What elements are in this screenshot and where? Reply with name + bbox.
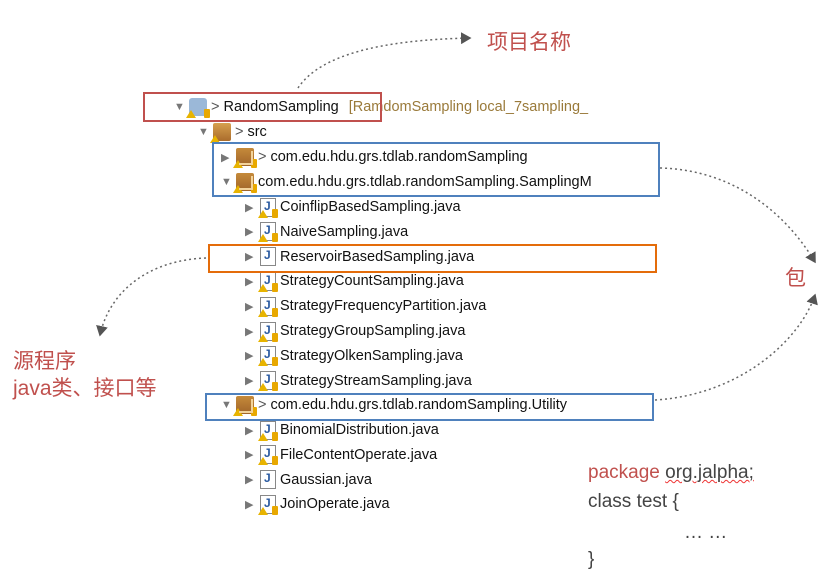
package-icon [233,173,257,193]
highlight-utility-package [205,393,654,421]
src-label: src [247,124,267,140]
package-icon [233,148,257,168]
file-name: NaiveSampling.java [280,223,409,240]
arrow-project [297,32,472,89]
tree-item-java-file[interactable]: ▶ StrategyCountSampling.java [245,270,464,292]
collapse-triangle-icon[interactable]: ▶ [245,251,254,264]
tree-item-java-file[interactable]: ▶ CoinflipBasedSampling.java [245,196,461,218]
package-name: com.edu.hdu.grs.tdlab.randomSampling.Sam… [258,174,592,190]
java-file-icon [258,445,278,466]
tree-item-java-file[interactable]: ▶ ReservoirBasedSampling.java [245,246,474,268]
tree-item-java-file[interactable]: ▶ StrategyFrequencyPartition.java [245,295,486,317]
source-folder-icon [210,123,231,143]
package-icon [233,396,257,416]
expand-triangle-icon[interactable]: ▼ [221,176,232,188]
code-line-class: class test { [588,491,679,512]
file-name: StrategyGroupSampling.java [280,323,466,339]
tree-item-java-file[interactable]: ▶ StrategyStreamSampling.java [245,370,472,392]
file-name: BinomialDistribution.java [280,422,439,438]
java-file-icon [260,247,276,267]
tree-item-java-file[interactable]: ▶ BinomialDistribution.java [245,419,439,441]
source-label-line1: 源程序 [13,350,76,373]
file-name: FileContentOperate.java [280,446,438,463]
file-name: StrategyCountSampling.java [280,273,464,290]
collapse-triangle-icon[interactable]: ▶ [245,449,254,462]
tree-item-src[interactable]: ▼ >src [198,121,267,143]
file-name: CoinflipBasedSampling.java [280,199,461,215]
tree-item-java-file[interactable]: ▶ FileContentOperate.java [245,444,437,466]
java-file-icon [258,420,278,441]
tree-item-java-file[interactable]: ▶ JoinOperate.java [245,493,390,515]
java-file-icon [258,321,278,342]
highlight-packages [212,142,660,197]
project-name-label: 项目名称 [487,31,571,54]
collapse-triangle-icon[interactable]: ▶ [245,350,254,363]
file-name: StrategyFrequencyPartition.java [280,298,487,315]
java-file-icon [260,470,276,490]
expand-triangle-icon[interactable]: ▼ [174,101,185,113]
arrow-source [96,257,207,337]
project-icon [186,98,210,118]
expand-triangle-icon[interactable]: ▼ [198,126,209,138]
file-name: Gaussian.java [280,471,372,488]
java-file-icon [258,296,278,317]
project-name: RandomSampling [223,99,339,115]
package-label: 包 [785,267,806,290]
collapse-triangle-icon[interactable]: ▶ [221,151,230,164]
collapse-triangle-icon[interactable]: ▶ [245,226,254,239]
file-name: JoinOperate.java [280,496,390,513]
collapse-triangle-icon[interactable]: ▶ [245,474,254,487]
tree-item-package[interactable]: ▼ com.edu.hdu.grs.tdlab.randomSampling.S… [221,171,592,193]
arrow-package-2 [654,293,818,401]
highlight-project [143,92,382,122]
java-file-icon [258,271,278,292]
java-file-icon [258,346,278,367]
expand-triangle-icon[interactable]: ▼ [221,399,232,411]
arrow-package-1 [659,167,816,264]
collapse-triangle-icon[interactable]: ▶ [245,325,254,338]
tree-item-package[interactable]: ▼ >com.edu.hdu.grs.tdlab.randomSampling.… [221,394,567,416]
file-name: StrategyOlkenSampling.java [280,347,463,364]
collapse-triangle-icon[interactable]: ▶ [245,498,254,511]
code-package-name: org.jalpha; [665,462,754,483]
tree-item-java-file[interactable]: ▶ StrategyOlkenSampling.java [245,345,463,367]
collapse-triangle-icon[interactable]: ▶ [245,275,254,288]
file-name: StrategyStreamSampling.java [280,372,472,389]
tree-item-package[interactable]: ▶ >com.edu.hdu.grs.tdlab.randomSampling [221,146,528,168]
tree-item-java-file[interactable]: ▶ Gaussian.java [245,469,372,491]
collapse-triangle-icon[interactable]: ▶ [245,375,254,388]
package-name: com.edu.hdu.grs.tdlab.randomSampling [270,149,528,165]
tree-item-java-file[interactable]: ▶ StrategyGroupSampling.java [245,320,465,342]
code-keyword: package [588,462,660,483]
file-name: ReservoirBasedSampling.java [280,248,475,265]
collapse-triangle-icon[interactable]: ▶ [245,424,254,437]
collapse-triangle-icon[interactable]: ▶ [245,300,254,313]
code-line-ellipsis: … … [684,522,728,543]
code-line-close: } [588,549,595,570]
java-file-icon [258,494,278,515]
java-file-icon [258,222,278,243]
package-name: com.edu.hdu.grs.tdlab.randomSampling.Uti… [270,397,568,413]
project-decoration: [RamdomSampling local_7sampling_ [348,99,589,115]
collapse-triangle-icon[interactable]: ▶ [245,201,254,214]
tree-item-project[interactable]: ▼ >RandomSampling [RamdomSampling local_… [174,96,588,118]
highlight-source-file [208,244,657,273]
java-file-icon [258,371,278,392]
tree-item-java-file[interactable]: ▶ NaiveSampling.java [245,221,408,243]
java-file-icon [258,197,278,218]
source-label-line2: java类、接口等 [13,377,157,400]
